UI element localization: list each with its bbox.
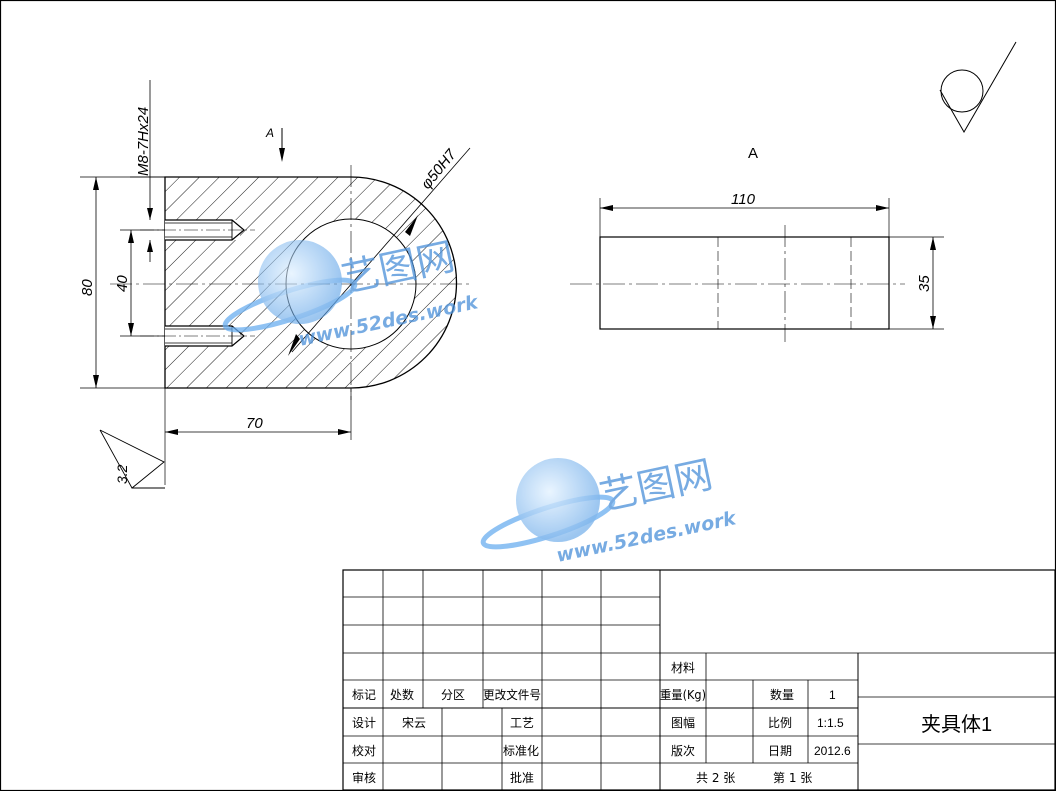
part-outline [164, 176, 458, 389]
label-scale: 比例 [768, 716, 792, 730]
dimension-70-text: 70 [246, 415, 263, 432]
view-a-outline [599, 236, 890, 330]
label-design: 设计 [352, 716, 376, 730]
designer-name: 宋云 [402, 715, 426, 730]
title-block [342, 569, 1056, 791]
label-material: 材料 [671, 661, 695, 675]
globe-icon [258, 240, 342, 324]
label-sheet-size: 图幅 [671, 715, 695, 730]
watermark-brand: 艺图网 [596, 452, 717, 519]
sheet-number: 第 1 张 [773, 771, 812, 785]
roughness-symbol: 3.2 [99, 429, 165, 489]
thread-callout: M8-7Hx24 [130, 80, 165, 262]
dimension-80-text: 80 [79, 279, 96, 296]
title-block-text: 材料 标记 处数 分区 更改文件号 重量(Kg) 数量 1 设计 宋云 工艺 图… [352, 661, 992, 785]
label-quantity: 数量 [770, 687, 794, 702]
label-check: 校对 [352, 743, 376, 758]
label-approve: 批准 [510, 770, 534, 785]
label-count: 处数 [390, 687, 414, 702]
label-weight: 重量(Kg) [660, 688, 706, 702]
dimension-35-text: 35 [916, 275, 933, 292]
sheets-total: 共 2 张 [696, 771, 735, 785]
view-a-title: A [748, 145, 758, 162]
quantity-value: 1 [829, 688, 836, 702]
label-standard: 标准化 [503, 744, 539, 758]
scale-value: 1:1.5 [817, 716, 844, 730]
label-process: 工艺 [510, 716, 534, 730]
label-zone: 分区 [441, 688, 465, 702]
dimension-40-text: 40 [114, 275, 131, 292]
label-version: 版次 [671, 744, 695, 758]
view-a: A 110 35 [570, 145, 944, 342]
dimension-40: 40 [114, 229, 165, 337]
part-name: 夹具体1 [921, 713, 992, 736]
dimension-110-text: 110 [731, 191, 756, 208]
view-arrow-label: A [265, 126, 274, 140]
thread-spec: M8-7Hx24 [135, 107, 152, 176]
label-date: 日期 [768, 744, 792, 758]
bore-dimension-text: φ50H7 [418, 146, 460, 193]
globe-icon [516, 458, 600, 542]
dimension-70: 70 [164, 388, 352, 485]
roughness-value: 3.2 [114, 464, 130, 484]
general-roughness-mark [939, 41, 1017, 134]
dimension-80: 80 [79, 176, 165, 389]
label-change-doc: 更改文件号 [483, 687, 541, 702]
view-arrow-a: A [265, 126, 285, 162]
watermark-2: 艺图网 www.52des.work [480, 452, 739, 567]
label-review: 审核 [352, 770, 376, 785]
date-value: 2012.6 [814, 744, 851, 758]
label-mark: 标记 [352, 688, 376, 702]
